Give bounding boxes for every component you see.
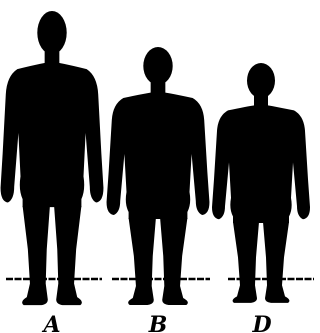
figure-b: B (107, 47, 210, 333)
label-b: B (148, 312, 168, 333)
label-a: A (41, 312, 60, 333)
figure-a: A (1, 11, 104, 333)
silhouette-d (212, 63, 310, 303)
label-d: D (251, 312, 271, 333)
silhouette-a (1, 11, 104, 305)
figure-d: D (212, 63, 314, 333)
silhouette-b (107, 47, 210, 305)
